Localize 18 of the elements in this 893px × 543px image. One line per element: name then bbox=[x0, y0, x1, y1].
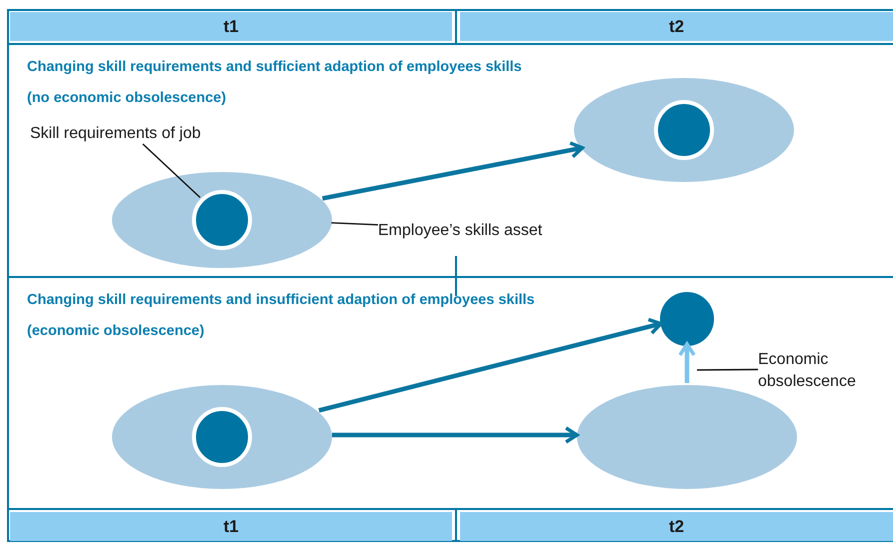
panel-heading: (economic obsolescence) bbox=[27, 322, 204, 341]
annotation-text: Skill requirements of job bbox=[30, 122, 230, 146]
leader-line bbox=[142, 143, 201, 198]
time-header: t2 bbox=[460, 12, 893, 41]
arrow bbox=[332, 426, 579, 444]
panel-heading: Changing skill requirements and insufficient adaption of employees skills bbox=[27, 291, 535, 310]
panel-heading: Changing skill requirements and sufficient adaption of employees skills bbox=[27, 58, 522, 77]
arrow bbox=[678, 342, 696, 383]
arrow bbox=[322, 141, 584, 201]
annotation-text: Economic obsolescence bbox=[758, 348, 878, 394]
leader-line bbox=[697, 368, 758, 371]
time-header: t1 bbox=[10, 12, 452, 41]
annotation-text: Employee’s skills asset bbox=[378, 219, 568, 243]
time-header: t2 bbox=[460, 512, 893, 541]
leader-line bbox=[331, 222, 378, 226]
arrow bbox=[318, 318, 663, 413]
time-header: t1 bbox=[10, 512, 452, 541]
panel-heading: (no economic obsolescence) bbox=[27, 89, 226, 108]
